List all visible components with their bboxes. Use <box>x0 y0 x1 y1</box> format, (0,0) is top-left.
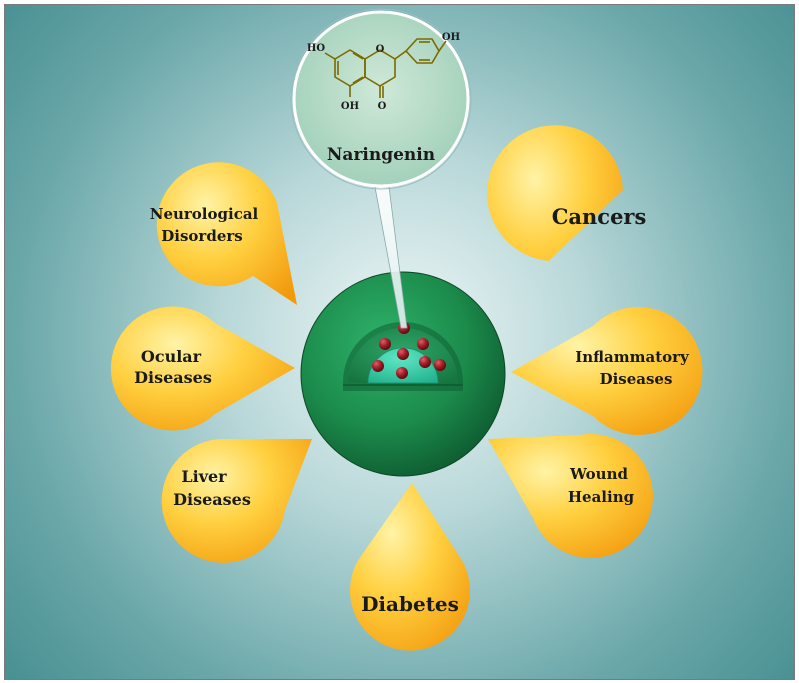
petal-wound-line2: Healing <box>568 488 635 506</box>
petal-liver-diseases: Liver Diseases <box>161 439 312 563</box>
diagram-frame: Neurological Disorders Ocular Diseases L… <box>4 4 795 680</box>
petal-inflammatory-diseases: Inflammatory Diseases <box>511 307 703 436</box>
diagram-canvas: Neurological Disorders Ocular Diseases L… <box>5 5 794 679</box>
petal-liver-line1: Liver <box>181 467 227 486</box>
petal-inflammatory-line1: Inflammatory <box>575 348 690 366</box>
label-oh-left: HO <box>307 43 325 54</box>
petal-neurological-disorders: Neurological Disorders <box>150 162 297 305</box>
petal-cancers-label: Cancers <box>552 204 647 229</box>
compound-name: Naringenin <box>327 145 435 165</box>
petal-cancers: Cancers <box>487 125 646 305</box>
petal-ocular-line2: Diseases <box>134 368 212 387</box>
petal-wound-line1: Wound <box>569 465 628 483</box>
naringenin-callout: HO OH OH O O Naringenin <box>290 8 472 190</box>
petal-ocular-line1: Ocular <box>141 347 202 366</box>
label-ring-oxygen: O <box>376 44 385 55</box>
petal-neurological-line2: Disorders <box>161 227 242 245</box>
nanoparticle <box>300 271 506 477</box>
petal-ocular-diseases: Ocular Diseases <box>110 306 295 431</box>
naringenin-structure <box>324 38 447 98</box>
petal-wound-healing: Wound Healing <box>488 434 653 559</box>
petal-neurological-line1: Neurological <box>150 205 259 223</box>
label-oh-bottom: OH <box>341 101 359 112</box>
petal-liver-line2: Diseases <box>173 490 251 509</box>
petal-inflammatory-line2: Diseases <box>600 370 673 388</box>
petal-diabetes-label: Diabetes <box>361 592 459 616</box>
label-carbonyl-oxygen: O <box>378 101 387 112</box>
label-oh-right: OH <box>442 32 460 43</box>
petal-diabetes: Diabetes <box>350 483 470 651</box>
